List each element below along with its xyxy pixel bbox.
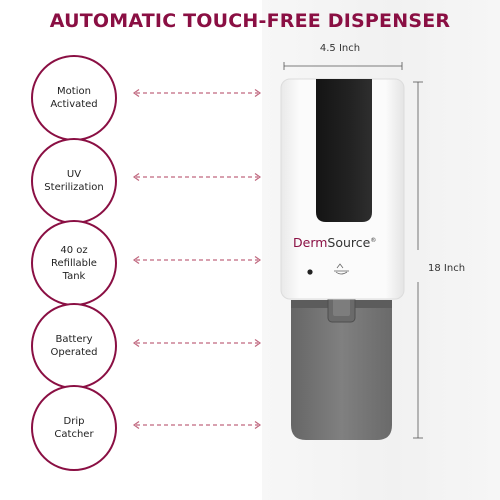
brand-name-part1: Derm [293, 235, 328, 250]
brand-logo: DermSource® [293, 235, 376, 250]
product-background [262, 0, 500, 500]
width-label: 4.5 Inch [319, 43, 361, 54]
height-label: 18 Inch [428, 263, 466, 274]
double-arrow-icon [132, 339, 262, 347]
page-title: AUTOMATIC TOUCH-FREE DISPENSER [49, 10, 451, 32]
feature-label: UV Sterilization [44, 169, 104, 193]
feature-uv-sterilization: UV Sterilization [31, 138, 117, 224]
feature-drip-catcher: Drip Catcher [31, 385, 117, 471]
feature-label: Battery Operated [50, 334, 98, 358]
feature-refillable-tank: 40 oz Refillable Tank [31, 220, 117, 306]
registered-mark: ® [370, 236, 377, 244]
feature-motion-activated: Motion Activated [31, 55, 117, 141]
double-arrow-icon [132, 256, 262, 264]
double-arrow-icon [132, 173, 262, 181]
double-arrow-icon [132, 89, 262, 97]
feature-label: 40 oz Refillable Tank [51, 244, 97, 282]
feature-label: Drip Catcher [54, 416, 94, 440]
feature-battery-operated: Battery Operated [31, 303, 117, 389]
brand-name-part2: Source [327, 235, 371, 250]
double-arrow-icon [132, 421, 262, 429]
feature-label: Motion Activated [50, 86, 98, 110]
